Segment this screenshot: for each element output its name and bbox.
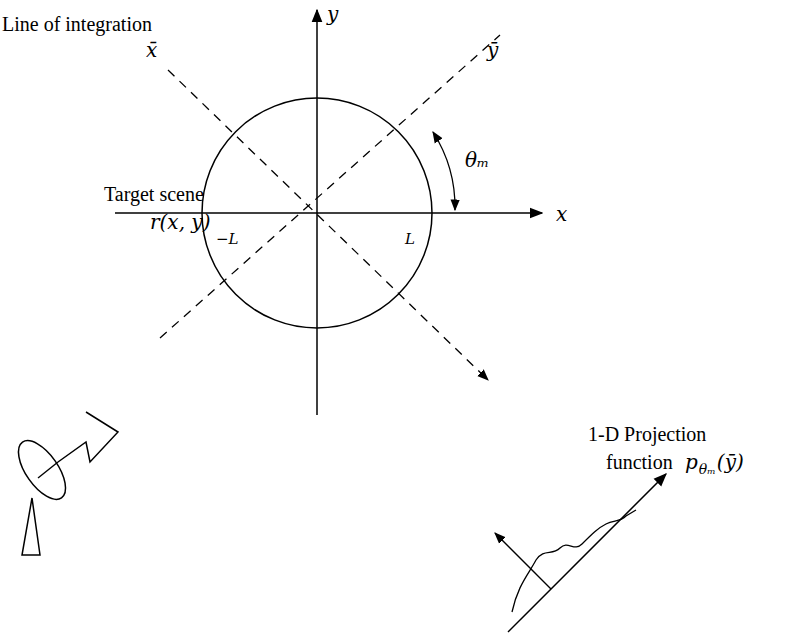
radar-antenna [9,412,118,555]
axis-label: ȳ [487,40,498,60]
math-label: p [685,452,698,472]
projection-curve [512,510,636,612]
axis-label: x̄ [146,40,157,60]
caption-text: function [606,452,673,472]
angle-arc [433,132,455,210]
math-label: r(x, y) [150,212,210,232]
caption-text: 1-D Projection [588,424,706,444]
caption-text: Target scene [104,184,204,204]
angle-label: θₘ [465,150,489,170]
math-label: (ȳ) [717,452,744,472]
axis-label: y [327,4,338,24]
y-axis [316,10,318,415]
y-bar-axis [160,35,500,338]
projection-axis [508,474,666,632]
x-bar-axis [168,70,488,380]
target-circle [202,98,432,328]
normal-arrow [495,533,551,589]
axis-label: x [556,204,567,224]
tick-label: L [405,232,415,247]
subscript-label: θₘ [699,462,716,476]
tick-label: −L [216,232,239,247]
caption-text: Line of integration [2,14,152,34]
